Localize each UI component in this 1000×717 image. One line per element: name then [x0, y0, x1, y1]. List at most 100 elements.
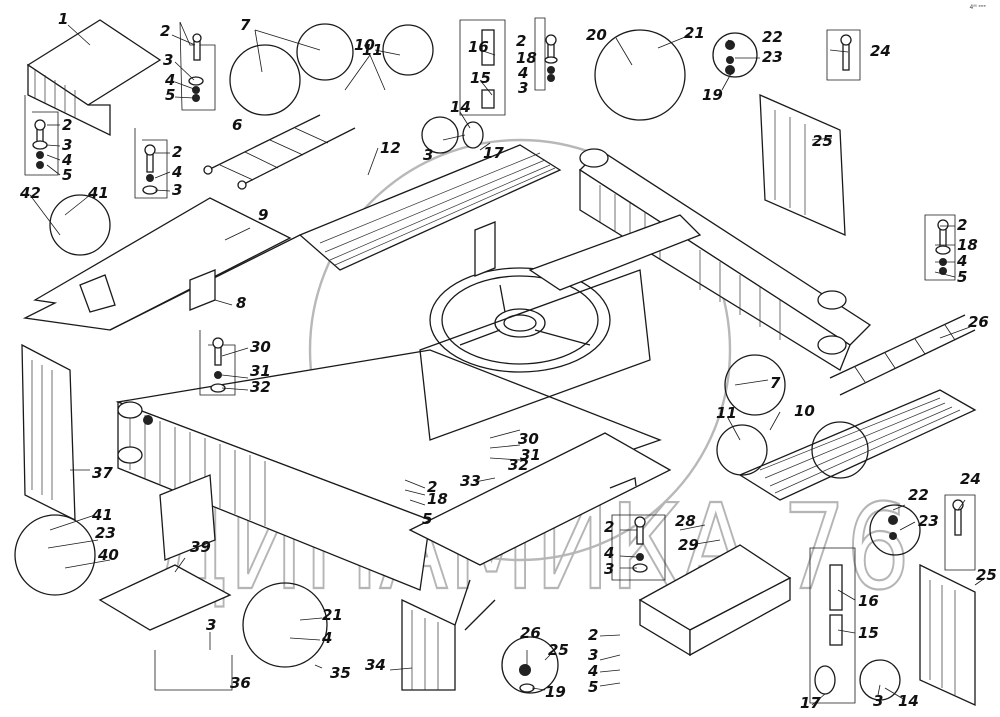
callout-label-24: 24	[870, 42, 891, 60]
detail-split-pin-14	[421, 116, 459, 154]
callout-label-4: 4	[587, 662, 598, 680]
watermark-ring	[308, 138, 732, 562]
callout-label-4: 4	[171, 163, 182, 181]
callout-label-14: 14	[898, 692, 919, 710]
corner-mark: 4ᴹ ᵉᵉᵉ	[969, 4, 987, 11]
turntable-spoke	[459, 329, 501, 346]
callout-label-39: 39	[190, 538, 211, 556]
callout-label-4: 4	[164, 71, 175, 89]
upper-deck-plate	[298, 144, 562, 271]
callout-label-6: 6	[232, 116, 242, 134]
upper-deck-slats	[319, 152, 556, 266]
callout-label-5: 5	[422, 510, 432, 528]
cover-plate-39	[98, 564, 232, 631]
ladder-6	[203, 114, 356, 190]
frame-right-lug-end	[817, 290, 847, 310]
callout-label-5: 5	[62, 166, 72, 184]
callout-label-16: 16	[468, 38, 489, 56]
callout-label-31: 31	[520, 446, 541, 464]
left-deck-plate	[22, 197, 301, 331]
callout-label-19: 19	[702, 86, 723, 104]
detail-hinge-11b	[716, 424, 768, 476]
side-guard-bottom-shape	[919, 563, 976, 707]
deck-bracket	[79, 274, 116, 313]
callout-label-17: 17	[483, 144, 504, 162]
callout-label-25: 25	[548, 641, 569, 659]
callout-label-25: 25	[976, 566, 997, 584]
callout-label-23: 23	[762, 48, 783, 66]
detail-nut-22b	[869, 504, 921, 556]
callout-label-4: 4	[956, 252, 967, 270]
callout-label-26: 26	[520, 624, 541, 642]
frame-center-plate	[419, 269, 651, 441]
callout-label-37: 37	[92, 464, 113, 482]
cover-plate-shape	[408, 432, 672, 566]
callout-label-11: 11	[716, 404, 737, 422]
callout-label-3: 3	[206, 616, 216, 634]
detail-pin-7c	[724, 354, 786, 416]
callout-label-4: 4	[61, 151, 72, 169]
frame-lug-bottom	[117, 446, 143, 464]
callout-label-36: 36	[230, 674, 251, 692]
callout-label-2: 2	[604, 518, 614, 536]
callout-label-8: 8	[236, 294, 246, 312]
callout-label-23: 23	[918, 512, 939, 530]
callout-label-4: 4	[603, 544, 614, 562]
callout-label-14: 14	[450, 98, 471, 116]
callout-label-41: 41	[91, 506, 113, 524]
tool-box-front	[27, 63, 111, 137]
leader-lines	[29, 24, 986, 706]
callout-label-25: 25	[812, 132, 833, 150]
callout-label-40: 40	[97, 546, 119, 564]
callout-label-3: 3	[172, 181, 182, 199]
callout-label-35: 35	[330, 664, 351, 682]
callout-label-10: 10	[794, 402, 815, 420]
callout-label-2: 2	[957, 216, 967, 234]
frame-lug-top	[117, 401, 143, 419]
callout-label-2: 2	[427, 478, 437, 496]
callout-label-30: 30	[518, 430, 539, 448]
fasteners	[32, 29, 964, 695]
callout-label-5: 5	[588, 678, 598, 696]
callout-label-4: 4	[517, 64, 528, 82]
callout-label-34: 34	[365, 656, 386, 674]
callout-label-41: 41	[87, 184, 109, 202]
detail-split-pin-14b	[859, 659, 901, 701]
callout-label-21: 21	[322, 606, 343, 624]
left-deck-plate-shape	[22, 197, 292, 331]
side-guard-25-bottom	[919, 563, 976, 707]
callout-label-23: 23	[95, 524, 116, 542]
tool-box-1	[26, 19, 162, 137]
frame-cross-member	[528, 214, 702, 291]
frame-right-arm-side	[579, 168, 851, 371]
callout-label-22: 22	[908, 486, 929, 504]
callout-label-2: 2	[516, 32, 526, 50]
cover-handle	[609, 477, 637, 489]
callout-label-5: 5	[957, 268, 967, 286]
callout-label-29: 29	[678, 536, 699, 554]
detail-pin-7b	[296, 23, 354, 81]
frame-left-side	[117, 401, 431, 591]
callout-label-3: 3	[604, 560, 614, 578]
callout-label-31: 31	[250, 362, 271, 380]
turntable-spoke	[534, 329, 591, 346]
side-guard-top-shape	[759, 93, 846, 237]
callout-label-30: 30	[250, 338, 271, 356]
right-deck-plate	[738, 389, 977, 501]
rear-guard-shape	[401, 598, 456, 691]
callout-label-3: 3	[588, 646, 598, 664]
detail-wing-nut-41	[49, 194, 111, 256]
callout-label-22: 22	[762, 28, 783, 46]
callout-label-16: 16	[858, 592, 879, 610]
detail-cover-35	[242, 582, 328, 668]
callout-label-3: 3	[873, 692, 883, 710]
detail-pin-7	[229, 44, 301, 116]
callout-label-32: 32	[508, 456, 529, 474]
callout-label-21: 21	[684, 24, 705, 42]
cover-plate-28	[408, 432, 672, 566]
callout-label-24: 24	[960, 470, 981, 488]
callout-label-19: 19	[545, 683, 566, 701]
callout-label-3: 3	[423, 146, 433, 164]
tool-box-29	[638, 544, 792, 657]
